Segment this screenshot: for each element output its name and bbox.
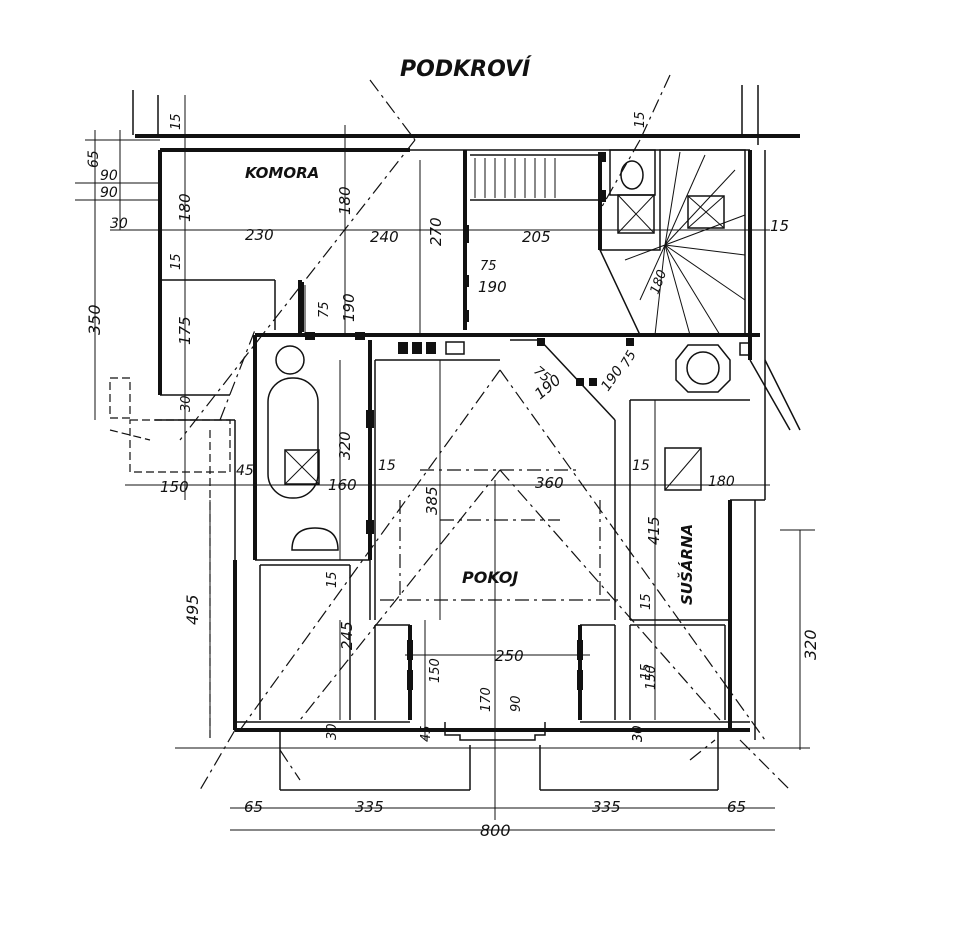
dim-left-65: 65	[86, 150, 102, 168]
dim-left-15b: 15	[325, 571, 340, 588]
dim-top-205: 205	[522, 228, 551, 246]
dim-center-360: 360	[535, 474, 564, 492]
dim-lower-150b: 150	[644, 665, 659, 690]
dim-top-15: 15	[169, 113, 184, 130]
dim-lower-45: 45	[419, 725, 434, 742]
dim-center-75b: 75	[618, 348, 639, 370]
dim-left-495: 495	[183, 594, 202, 625]
dim-center-385: 385	[423, 486, 441, 515]
dim-left-90b: 90	[100, 185, 118, 201]
dim-center-15c: 15	[639, 593, 654, 610]
dim-bottom-65b: 65	[727, 798, 746, 816]
dim-lower-150: 150	[428, 658, 443, 683]
room-label-komora: KOMORA	[245, 164, 319, 182]
dim-left-30: 30	[110, 216, 128, 232]
dim-bottom-335b: 335	[592, 798, 621, 816]
dim-center-180: 180	[708, 474, 735, 490]
interior-walls	[160, 150, 760, 720]
dim-left-30c: 30	[325, 723, 340, 740]
dim-lower-30: 30	[631, 725, 646, 742]
boiler-fixture	[686, 351, 720, 385]
toilet-top-fixture	[620, 160, 644, 190]
dim-lower-320: 320	[801, 629, 820, 660]
dim-top-75b: 75	[317, 301, 332, 318]
dim-left-45: 45	[236, 463, 254, 479]
fixtures	[267, 149, 751, 551]
dim-top-270: 270	[427, 217, 445, 246]
dim-center-320: 320	[336, 431, 354, 460]
dim-top-15c: 15	[770, 217, 789, 235]
dim-center-15b: 15	[632, 458, 650, 474]
dim-top-75a: 75	[480, 259, 497, 274]
dim-bottom-800: 800	[480, 821, 511, 840]
dim-left-15: 15	[169, 253, 184, 270]
roof-lines	[109, 74, 801, 791]
dim-left-30b: 30	[179, 395, 194, 412]
dim-center-415: 415	[645, 516, 663, 545]
dim-left-90a: 90	[100, 168, 118, 184]
washbasin-fixture	[275, 345, 305, 375]
staircase	[474, 149, 746, 336]
dim-center-160: 160	[328, 476, 357, 494]
dim-top-240: 240	[370, 228, 399, 246]
dim-lower-90: 90	[509, 695, 524, 712]
dim-left-150: 150	[160, 478, 189, 496]
plan-title: PODKROVÍ	[400, 56, 532, 82]
dim-lower-250: 250	[495, 647, 524, 665]
toilet-fixture	[291, 527, 339, 551]
dim-bottom-65a: 65	[244, 798, 263, 816]
dimension-lines	[75, 95, 815, 831]
dim-center-15: 15	[378, 458, 396, 474]
dim-top-180-stair: 180	[648, 268, 671, 296]
dim-left-350: 350	[85, 304, 104, 335]
dim-top-180: 180	[336, 186, 354, 215]
dim-lower-170: 170	[479, 687, 494, 712]
dim-left-180: 180	[176, 193, 194, 222]
dim-top-190b: 190	[340, 293, 358, 322]
dim-left-175: 175	[176, 316, 194, 345]
dim-lower-30b: 30	[631, 725, 646, 742]
dim-lower-15: 15	[639, 663, 654, 680]
dim-bottom-335a: 335	[355, 798, 384, 816]
dim-top-190a: 190	[478, 278, 507, 296]
dim-center-190b: 190	[598, 363, 626, 394]
room-label-susarna: SUŠÁRNA	[676, 524, 696, 605]
dim-top-230: 230	[245, 226, 274, 244]
bathtub-fixture	[267, 377, 319, 499]
dim-top-15b: 15	[633, 111, 648, 128]
room-label-pokoj: POKOJ	[462, 568, 518, 587]
dim-left-245: 245	[338, 621, 356, 650]
